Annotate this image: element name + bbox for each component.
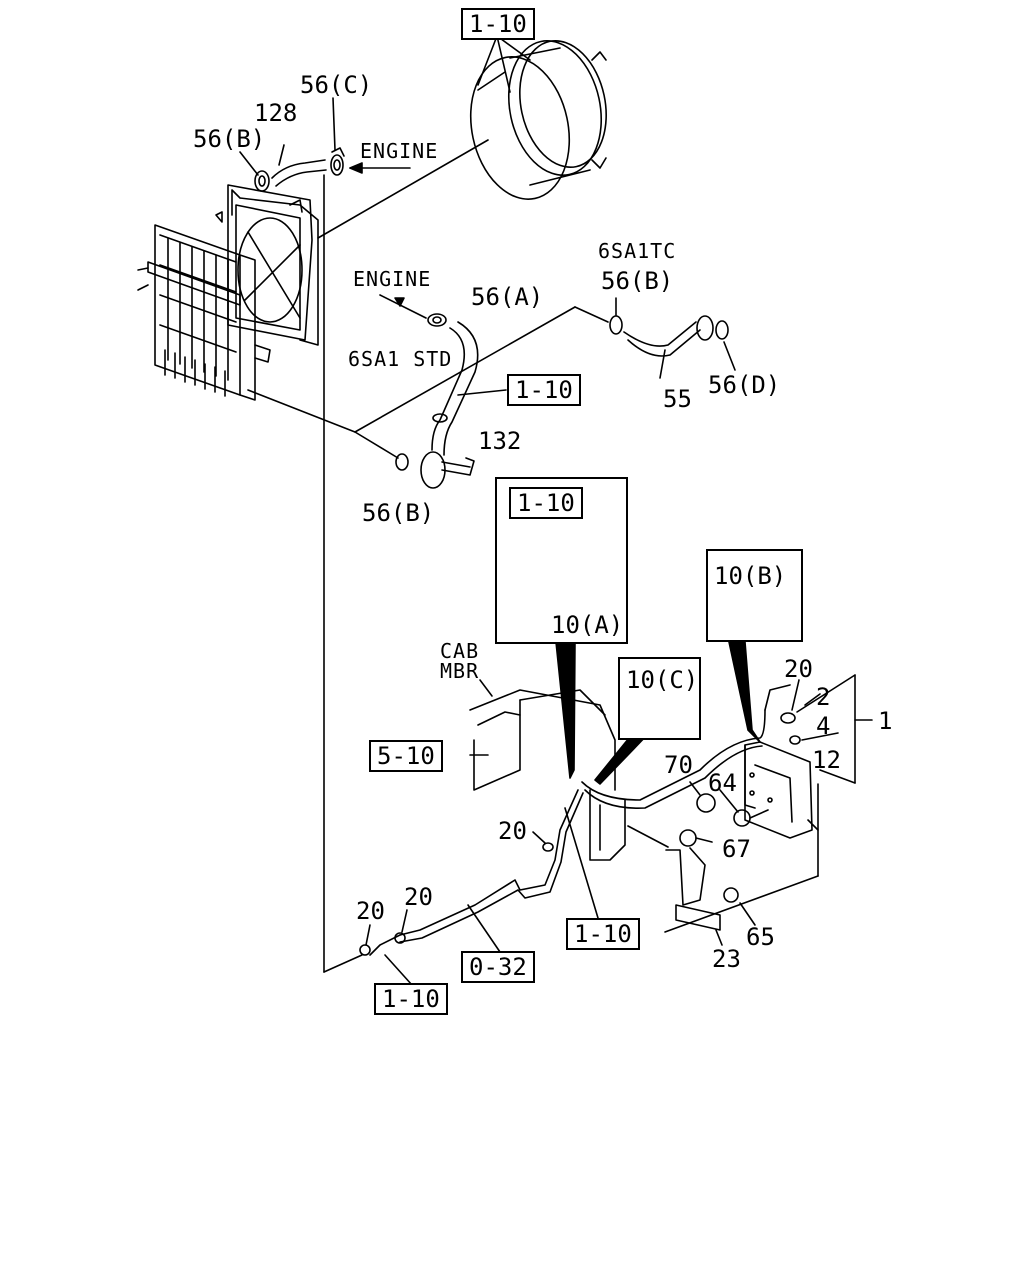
label-67: 67 bbox=[722, 835, 751, 863]
upper-hose-drawing bbox=[239, 97, 411, 192]
label-20-b: 20 bbox=[498, 817, 527, 845]
label-65: 65 bbox=[746, 923, 775, 951]
label-55: 55 bbox=[663, 385, 692, 413]
label-1: 1 bbox=[878, 707, 893, 735]
label-56b-low: 56(B) bbox=[362, 499, 435, 527]
callout-clip-10a: 1-10 10(A) bbox=[495, 477, 628, 644]
label-cab: CAB bbox=[440, 639, 480, 663]
label-engine-mid: ENGINE bbox=[353, 267, 432, 291]
callout-tie-10c: 10(C) bbox=[618, 657, 701, 740]
label-mbr: MBR bbox=[440, 659, 480, 683]
leader-bracket bbox=[791, 674, 873, 784]
fan-shroud-drawing bbox=[469, 39, 607, 200]
label-engine-top: ENGINE bbox=[360, 139, 439, 163]
label-132: 132 bbox=[478, 427, 522, 455]
label-20-a: 20 bbox=[784, 655, 813, 683]
label-2: 2 bbox=[816, 683, 831, 711]
label-10a: 10(A) bbox=[551, 611, 624, 639]
ref-box-bottom-mid[interactable]: 1-10 bbox=[566, 918, 640, 950]
ref-box-top[interactable]: 1-10 bbox=[461, 8, 535, 40]
ref-box-left[interactable]: 5-10 bbox=[369, 740, 443, 772]
label-10c: 10(C) bbox=[626, 666, 699, 694]
label-56d: 56(D) bbox=[708, 371, 781, 399]
bottom-leaders bbox=[384, 754, 599, 986]
label-23: 23 bbox=[712, 945, 741, 973]
callout-tie-10b: 10(B) bbox=[706, 549, 803, 642]
std-hose-drawing bbox=[379, 294, 507, 489]
label-12: 12 bbox=[812, 746, 841, 774]
frame-lines bbox=[323, 174, 363, 973]
ref-leaders bbox=[247, 35, 609, 459]
label-70: 70 bbox=[664, 751, 693, 779]
label-56c: 56(C) bbox=[300, 71, 373, 99]
ref-box-mid[interactable]: 1-10 bbox=[507, 374, 581, 406]
label-20-c: 20 bbox=[404, 883, 433, 911]
ref-box-bottom-right[interactable]: 0-32 bbox=[461, 951, 535, 983]
bracket-assembly-drawing bbox=[627, 712, 819, 946]
label-variant-std: 6SA1 STD bbox=[348, 347, 453, 371]
label-20-d: 20 bbox=[356, 897, 385, 925]
label-56a: 56(A) bbox=[471, 283, 544, 311]
radiator-drawing bbox=[137, 184, 319, 401]
cab-member-drawing bbox=[469, 679, 626, 861]
ref-box-callout[interactable]: 1-10 bbox=[509, 487, 583, 519]
label-4: 4 bbox=[816, 712, 831, 740]
label-variant-tc: 6SA1TC bbox=[598, 239, 677, 263]
label-56b-top: 56(B) bbox=[193, 125, 266, 153]
label-64: 64 bbox=[708, 769, 737, 797]
tc-hose-drawing bbox=[609, 297, 736, 379]
label-56b-right: 56(B) bbox=[601, 267, 674, 295]
ref-box-bottom-left[interactable]: 1-10 bbox=[374, 983, 448, 1015]
label-10b: 10(B) bbox=[714, 562, 787, 590]
label-128: 128 bbox=[254, 99, 298, 127]
